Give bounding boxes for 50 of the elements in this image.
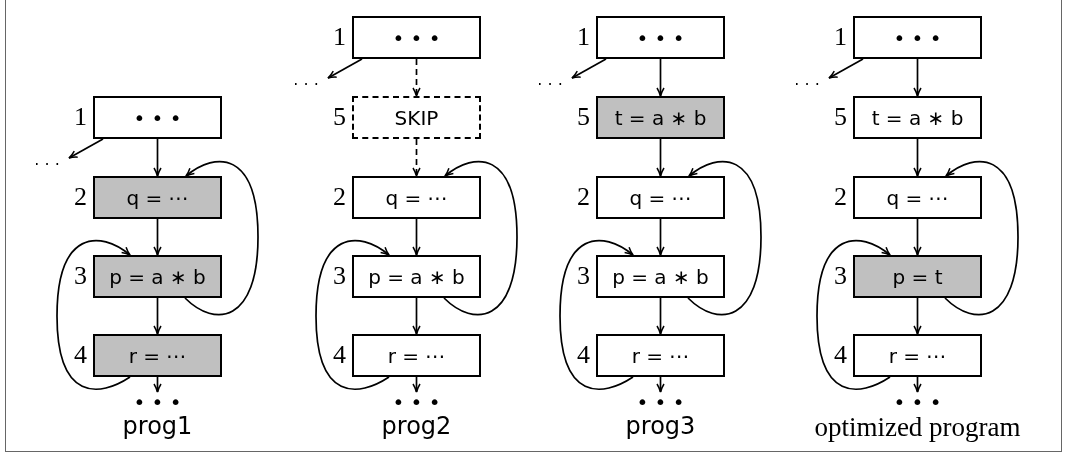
statement-box: t = a ∗ b xyxy=(853,96,982,139)
ellipsis-text: • • • xyxy=(386,392,447,412)
program-caption: prog1 xyxy=(121,414,194,438)
node-number: 1 xyxy=(73,104,87,130)
node-number: 4 xyxy=(332,342,346,368)
node-number: 5 xyxy=(332,104,346,130)
ellipsis-text: . . . xyxy=(787,72,827,88)
ellipsis-text: . . . xyxy=(286,72,326,88)
statement-box: p = a ∗ b xyxy=(352,255,481,298)
node-number: 1 xyxy=(576,24,590,50)
node-number: 1 xyxy=(833,24,847,50)
statement-box: r = ⋯ xyxy=(352,334,481,377)
node-number: 5 xyxy=(833,104,847,130)
statement-box: q = ⋯ xyxy=(352,176,481,219)
node-number: 3 xyxy=(833,263,847,289)
node-number: 3 xyxy=(73,263,87,289)
ellipsis-text: • • • xyxy=(630,392,691,412)
statement-box: q = ⋯ xyxy=(853,176,982,219)
statement-box: • • • xyxy=(853,16,982,59)
statement-box: r = ⋯ xyxy=(93,334,222,377)
program-caption: prog3 xyxy=(624,414,697,438)
statement-box: t = a ∗ b xyxy=(596,96,725,139)
node-number: 2 xyxy=(73,184,87,210)
statement-box: p = a ∗ b xyxy=(596,255,725,298)
ellipsis-text: . . . xyxy=(530,72,570,88)
node-number: 5 xyxy=(576,104,590,130)
ellipsis-text: • • • xyxy=(887,392,948,412)
node-number: 4 xyxy=(576,342,590,368)
program-caption: prog2 xyxy=(380,414,453,438)
node-number: 4 xyxy=(833,342,847,368)
statement-box: r = ⋯ xyxy=(853,334,982,377)
statement-box: • • • xyxy=(596,16,725,59)
node-number: 2 xyxy=(576,184,590,210)
statement-box: p = t xyxy=(853,255,982,298)
node-number: 2 xyxy=(332,184,346,210)
statement-box: • • • xyxy=(93,96,222,139)
node-number: 1 xyxy=(332,24,346,50)
statement-box: q = ⋯ xyxy=(93,176,222,219)
node-number: 3 xyxy=(332,263,346,289)
statement-box: p = a ∗ b xyxy=(93,255,222,298)
statement-box: q = ⋯ xyxy=(596,176,725,219)
node-number: 2 xyxy=(833,184,847,210)
node-number: 3 xyxy=(576,263,590,289)
ellipsis-text: • • • xyxy=(127,392,188,412)
statement-box: r = ⋯ xyxy=(596,334,725,377)
ellipsis-text: . . . xyxy=(27,152,67,168)
dashed-statement-box: SKIP xyxy=(352,96,481,139)
program-caption: optimized program xyxy=(813,414,1022,441)
statement-box: • • • xyxy=(352,16,481,59)
node-number: 4 xyxy=(73,342,87,368)
